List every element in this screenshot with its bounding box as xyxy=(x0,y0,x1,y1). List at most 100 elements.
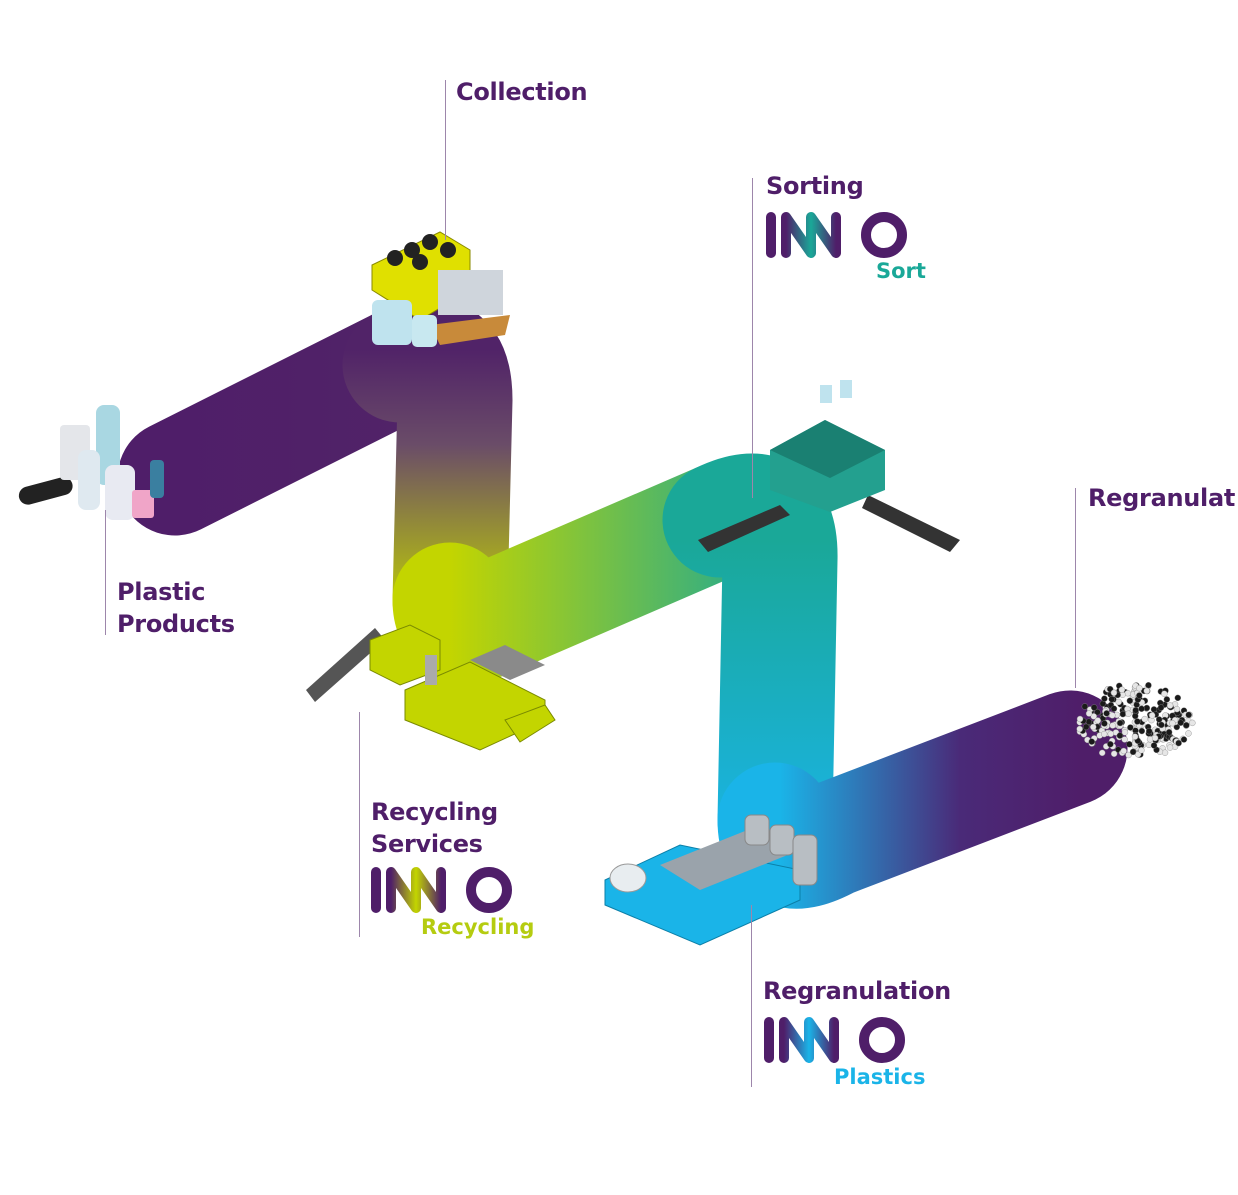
label-regranulation: Regranulation xyxy=(763,975,951,1007)
pellet xyxy=(1081,703,1089,710)
plastic-products-line-2: Products xyxy=(117,610,235,638)
pellet xyxy=(1189,719,1196,727)
pellet xyxy=(1076,725,1083,733)
inno-plastics-logo: Plastics xyxy=(764,1017,934,1097)
pellet xyxy=(1094,708,1101,716)
pellet xyxy=(1166,702,1174,709)
pellet xyxy=(1165,729,1173,736)
pellet xyxy=(1103,710,1110,717)
pellet xyxy=(1110,750,1118,757)
pellet xyxy=(1110,705,1118,712)
pellet xyxy=(1088,738,1095,745)
pellet xyxy=(1169,719,1176,727)
pellet xyxy=(1090,723,1097,731)
pellet xyxy=(1145,682,1152,689)
ribbon-segment-3 xyxy=(392,462,778,682)
pellet xyxy=(1166,744,1174,751)
pellet xyxy=(1138,705,1145,712)
pellet xyxy=(1107,730,1115,738)
pellet xyxy=(1136,692,1143,699)
sorting-illustration xyxy=(698,380,960,552)
inno-wordmark-icon xyxy=(766,212,907,258)
label-sorting: Sorting xyxy=(766,170,864,202)
inno-wordmark-icon xyxy=(764,1017,905,1063)
collection-title: Collection xyxy=(456,78,588,106)
sorting-title: Sorting xyxy=(766,172,864,200)
pellet xyxy=(1115,698,1122,706)
pellet xyxy=(1161,690,1168,697)
pellet xyxy=(1180,736,1188,743)
collection-illustration xyxy=(371,231,510,347)
inno-recycling-logo: Recycling xyxy=(371,867,541,947)
pellet xyxy=(1101,695,1108,702)
label-regranulat: Regranulat xyxy=(1088,482,1235,514)
inno-sort-logo: Sort xyxy=(766,212,936,292)
regranulat-title: Regranulat xyxy=(1088,484,1236,512)
pellet xyxy=(1183,722,1190,729)
pellet xyxy=(1100,730,1108,738)
pellet xyxy=(1116,719,1124,727)
pellet xyxy=(1125,751,1132,759)
pellet xyxy=(1085,710,1093,717)
pellet xyxy=(1082,723,1090,731)
pellet xyxy=(1125,710,1132,717)
pellet xyxy=(1076,715,1084,723)
pellet xyxy=(1109,712,1116,719)
pellet xyxy=(1127,724,1134,731)
pellet xyxy=(1110,689,1118,696)
leader-line-regranulation xyxy=(751,905,752,1087)
pellet xyxy=(1090,713,1097,720)
pellet xyxy=(1143,704,1151,712)
regranulation-title: Regranulation xyxy=(763,977,951,1005)
pellet xyxy=(1116,732,1124,739)
pellet xyxy=(1132,712,1139,720)
pellet xyxy=(1099,749,1106,757)
regranulat-pellets-illustration xyxy=(1076,682,1196,759)
pellet xyxy=(1174,694,1181,702)
pellet xyxy=(1134,718,1141,725)
pellet xyxy=(1119,710,1127,718)
pellet xyxy=(1129,748,1137,756)
pellet xyxy=(1136,685,1143,692)
pellet xyxy=(1148,712,1156,719)
pellet xyxy=(1138,727,1146,735)
plastic-products-line-1: Plastic xyxy=(117,578,206,606)
pellet xyxy=(1177,719,1184,726)
pellet xyxy=(1157,704,1165,711)
recycling-line-2: Services xyxy=(371,830,483,858)
pellet xyxy=(1131,733,1139,740)
pellet xyxy=(1107,741,1114,748)
pellet xyxy=(1094,717,1101,724)
pellet xyxy=(1145,727,1153,735)
pellet xyxy=(1158,721,1165,729)
pellet xyxy=(1163,696,1171,703)
pellet xyxy=(1126,741,1133,748)
recycling-plant-illustration xyxy=(306,624,556,751)
pellet xyxy=(1143,687,1150,695)
regranulation-plant-illustration xyxy=(604,814,818,946)
leader-line-sorting xyxy=(752,178,753,498)
plastic-products-illustration xyxy=(18,405,164,520)
pellet xyxy=(1151,734,1159,742)
pellet xyxy=(1155,716,1163,723)
pellet xyxy=(1120,747,1127,755)
pellet xyxy=(1090,704,1098,711)
pellet xyxy=(1126,697,1134,704)
leader-line-recycling xyxy=(359,712,360,937)
pellet xyxy=(1185,730,1192,737)
pellet xyxy=(1138,747,1145,754)
pellet xyxy=(1173,705,1181,713)
inno-sort-sub: Sort xyxy=(876,259,926,283)
pellet xyxy=(1101,720,1108,727)
pellet xyxy=(1132,707,1139,714)
label-collection: Collection xyxy=(456,76,588,108)
leader-line-plastic-products xyxy=(105,510,106,635)
pellet xyxy=(1109,722,1116,729)
pellet xyxy=(1185,711,1192,719)
pellet xyxy=(1150,742,1158,749)
leader-line-collection xyxy=(445,80,446,240)
inno-plastics-sub: Plastics xyxy=(834,1065,926,1089)
